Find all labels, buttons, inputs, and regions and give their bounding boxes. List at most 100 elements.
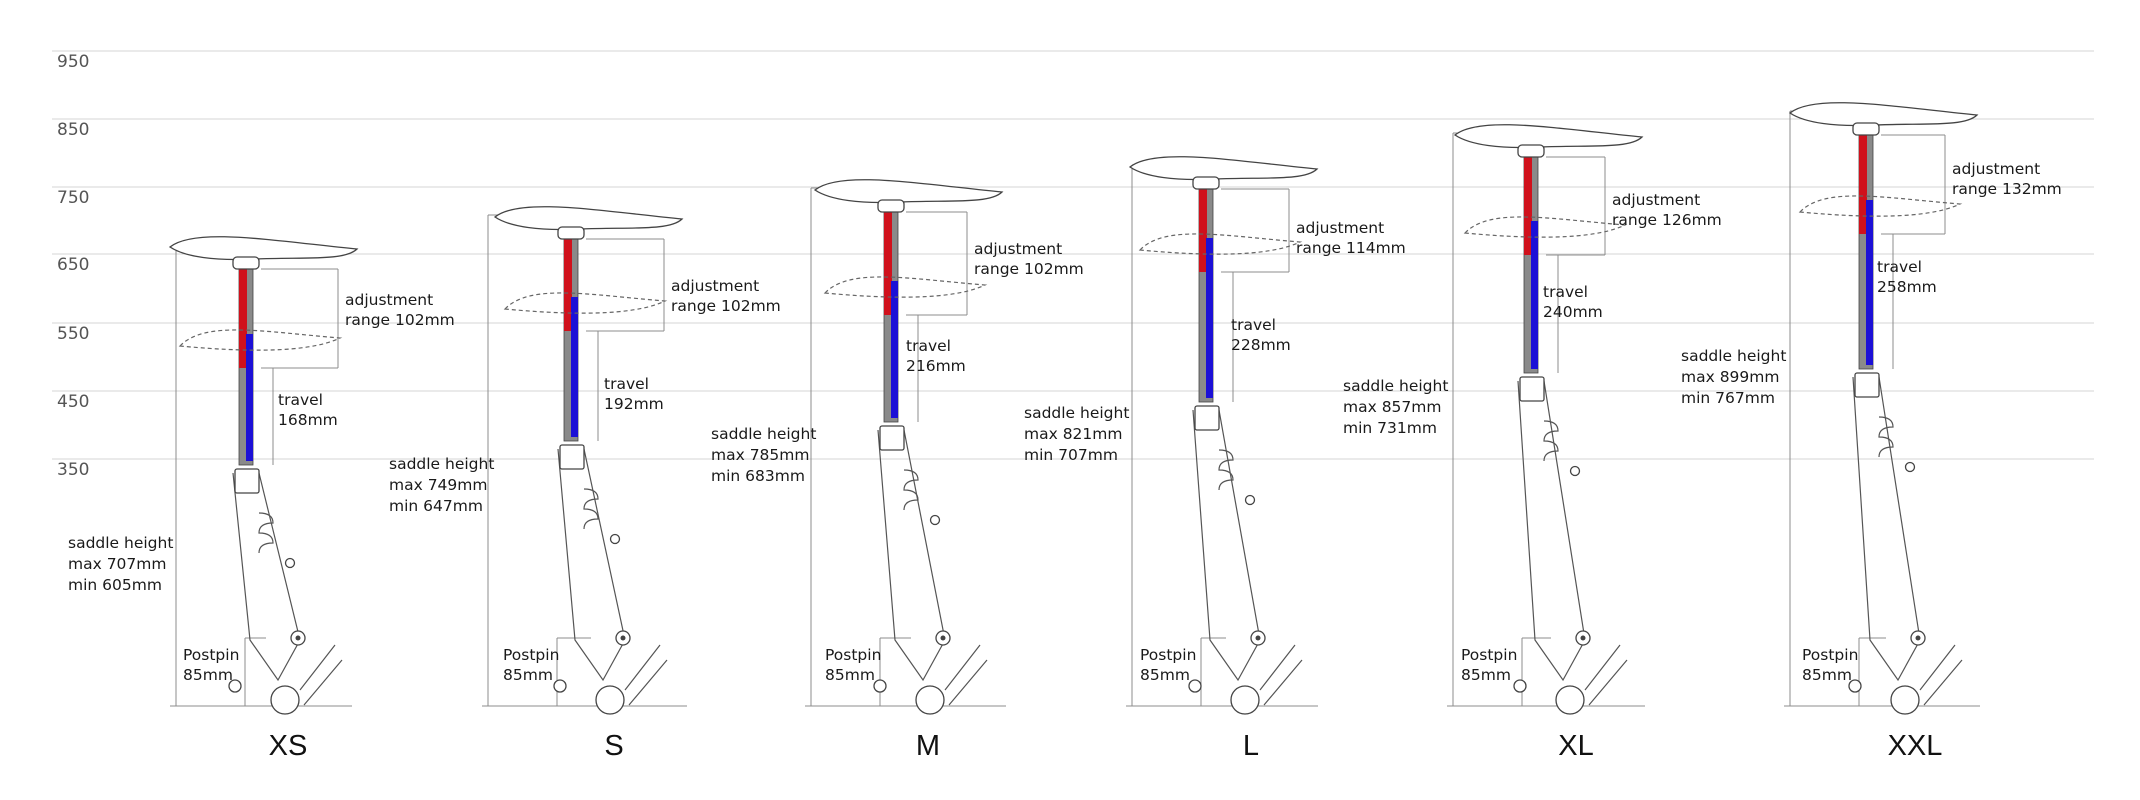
seatpost-collar — [559, 444, 585, 470]
lower-pivot — [228, 679, 242, 693]
adjustment-range-bar — [884, 212, 892, 315]
adjustment-label: adjustment — [671, 277, 759, 295]
seat-tube — [232, 472, 301, 682]
saddle-height-label: saddle height — [711, 425, 816, 443]
lower-pivot — [1188, 679, 1202, 693]
chainstay — [299, 644, 343, 706]
saddle-height-label: saddle height — [1681, 347, 1786, 365]
postpin-value: 85mm — [503, 666, 553, 684]
main-pivot-bolt — [1255, 635, 1261, 641]
seat-tube — [557, 448, 626, 682]
linkage-pivot — [609, 533, 621, 545]
postpin-value: 85mm — [825, 666, 875, 684]
seatpost-collar — [1194, 405, 1220, 431]
lowered-saddle — [1463, 216, 1628, 238]
travel-value: 258mm — [1877, 278, 1937, 296]
postpin-value: 85mm — [183, 666, 233, 684]
postpin-value: 85mm — [1140, 666, 1190, 684]
saddle-height-label: saddle height — [1343, 377, 1448, 395]
adjustment-range-bar — [1524, 157, 1532, 255]
adjustment-label: adjustment — [1612, 191, 1700, 209]
lower-pivot — [873, 679, 887, 693]
bottom-bracket — [915, 685, 945, 715]
bottom-bracket — [1555, 685, 1585, 715]
saddle — [1128, 156, 1319, 181]
postpin-label: Postpin — [825, 646, 881, 664]
chainstay — [1919, 644, 1963, 706]
shock-coil — [583, 488, 599, 530]
seat-tube — [1517, 380, 1586, 682]
travel-label: travel — [1231, 316, 1276, 334]
main-pivot-bolt — [295, 635, 301, 641]
travel-bar — [1206, 238, 1213, 398]
saddle-height-label: saddle height — [1024, 404, 1129, 422]
travel-label: travel — [1877, 258, 1922, 276]
postpin-value: 85mm — [1461, 666, 1511, 684]
saddle-height-max: max 857mm — [1343, 398, 1441, 416]
postpin-label: Postpin — [1140, 646, 1196, 664]
saddle-height-max: max 899mm — [1681, 368, 1779, 386]
size-label: M — [916, 730, 940, 762]
chainstay — [944, 644, 988, 706]
main-pivot-bolt — [940, 635, 946, 641]
bottom-bracket — [1230, 685, 1260, 715]
lower-pivot — [1513, 679, 1527, 693]
chainstay — [1259, 644, 1303, 706]
travel-bar — [1531, 221, 1538, 369]
axis-tick-label: 650 — [57, 255, 89, 275]
saddle-clamp — [1852, 122, 1880, 136]
saddle-height-max: max 821mm — [1024, 425, 1122, 443]
shock-coil — [1218, 449, 1234, 491]
adjustment-value: range 102mm — [345, 311, 455, 329]
saddle — [168, 236, 359, 261]
postpin-label: Postpin — [503, 646, 559, 664]
bottom-bracket — [270, 685, 300, 715]
chainstay — [1584, 644, 1628, 706]
lowered-saddle — [823, 276, 988, 298]
size-label: L — [1243, 730, 1259, 762]
postpin-label: Postpin — [1461, 646, 1517, 664]
saddle-height-min: min 707mm — [1024, 446, 1118, 464]
saddle-height-max: max 749mm — [389, 476, 487, 494]
adjustment-value: range 102mm — [671, 297, 781, 315]
axis-tick-label: 850 — [57, 120, 89, 140]
seatpost-collar — [1519, 376, 1545, 402]
saddle-height-label: saddle height — [68, 534, 173, 552]
saddle-clamp — [1192, 176, 1220, 190]
travel-value: 192mm — [604, 395, 664, 413]
lowered-saddle — [1798, 195, 1963, 217]
adjustment-label: adjustment — [1952, 160, 2040, 178]
adjustment-value: range 126mm — [1612, 211, 1722, 229]
shock-coil — [1878, 416, 1894, 458]
adjustment-range-bar — [1859, 135, 1867, 234]
saddle-height-min: min 731mm — [1343, 419, 1437, 437]
seat-tube — [1192, 409, 1261, 682]
postpin-value: 85mm — [1802, 666, 1852, 684]
saddle-height-max: max 785mm — [711, 446, 809, 464]
chainstay — [624, 644, 668, 706]
linkage-pivot — [284, 557, 296, 569]
axis-tick-label: 450 — [57, 392, 89, 412]
saddle — [1453, 124, 1644, 149]
main-pivot-bolt — [1915, 635, 1921, 641]
axis-tick-label: 550 — [57, 324, 89, 344]
main-pivot-bolt — [620, 635, 626, 641]
main-pivot-bolt — [1580, 635, 1586, 641]
travel-value: 216mm — [906, 357, 966, 375]
saddle-height-min: min 767mm — [1681, 389, 1775, 407]
axis-tick-label: 950 — [57, 52, 89, 72]
saddle — [493, 206, 684, 231]
axis-tick-label: 750 — [57, 188, 89, 208]
saddle-height-min: min 647mm — [389, 497, 483, 515]
bottom-bracket — [595, 685, 625, 715]
shock-coil — [258, 512, 274, 554]
lowered-saddle — [1138, 233, 1303, 255]
adjustment-label: adjustment — [974, 240, 1062, 258]
